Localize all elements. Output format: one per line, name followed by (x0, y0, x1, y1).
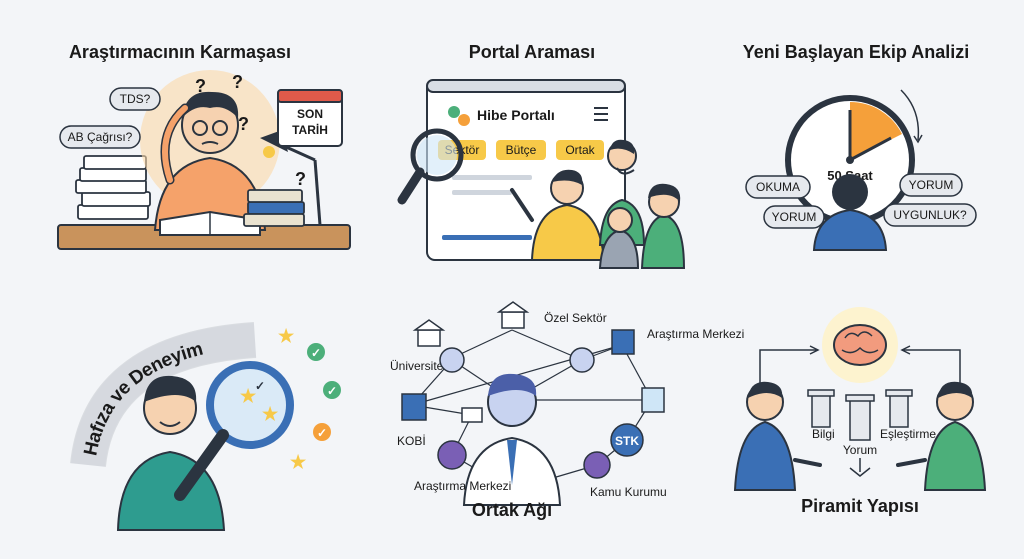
question-mark-icon: ? (295, 169, 306, 189)
svg-text:STK: STK (615, 434, 639, 448)
svg-text:Ortak: Ortak (565, 143, 595, 157)
hamburger-menu-icon (594, 107, 608, 121)
svg-text:✓: ✓ (327, 384, 337, 398)
question-mark-icon: ? (195, 76, 206, 96)
star-icon: ★ (262, 404, 279, 424)
panel-researcher-chaos: Araştırmacının Karmaşası (20, 30, 351, 290)
portal-name: Hibe Portalı (477, 107, 555, 123)
panel-title: Portal Araması (468, 42, 596, 62)
analyst-person (812, 174, 888, 251)
panel-title: Ortak Ağı (472, 500, 552, 520)
svg-text:YORUM: YORUM (772, 210, 817, 224)
pillar-label: Yorum (843, 443, 877, 457)
portal-logo-icon (448, 106, 460, 118)
researcher-chaos-illustration: SON TARİH ? ? ? ? TDS? AB Çağrısı? (57, 70, 351, 250)
pyramid-illustration: Bilgi Yorum Eşleştirme Piramit Yapısı (733, 307, 987, 516)
question-mark-icon: ? (232, 72, 243, 92)
hospital-icon (641, 387, 665, 413)
avatar-node (439, 347, 465, 373)
check-circle-icon: ✓ (307, 343, 325, 361)
magnifier-icon (397, 128, 464, 205)
svg-text:UYGUNLUK?: UYGUNLUK? (893, 208, 967, 222)
arrow (759, 349, 818, 390)
node-university: Üniversite (390, 359, 444, 373)
panel-title: Piramit Yapısı (801, 496, 919, 516)
team-group (510, 139, 686, 269)
person-left (733, 381, 822, 491)
pillar-icon (845, 394, 875, 441)
team-analysis-illustration: 50 Saat OKUMA YORUM YORUM (745, 89, 977, 251)
pillar-label: Eşleştirme (880, 427, 936, 441)
arrow (849, 458, 871, 477)
svg-text:AB Çağrısı?: AB Çağrısı? (68, 130, 133, 144)
speech-bubble: TDS? (109, 87, 161, 111)
binders-icon (243, 189, 305, 227)
magnifier-icon: ★ ★ ✓ (174, 361, 294, 501)
building-icon (611, 329, 635, 355)
avatar-node (583, 451, 611, 479)
paper-stack-icon (75, 155, 151, 220)
question-mark-icon: ? (238, 114, 249, 134)
node-research-center-bottom: Araştırma Merkezi (414, 479, 511, 493)
svg-text:Bütçe: Bütçe (506, 143, 537, 157)
avatar-node (437, 440, 467, 470)
person-right (896, 381, 987, 491)
bank-icon (461, 407, 483, 423)
star-icon: ★ (240, 386, 257, 406)
check-circle-icon: ✓ (323, 381, 341, 399)
pillar-icon (885, 389, 913, 428)
node-private-sector: Özel Sektör (544, 311, 607, 325)
panel-new-team-analysis: Yeni Başlayan Ekip Analizi 50 Saat OKUMA (696, 30, 1016, 290)
panel-memory-experience: Hafıza ve Deneyim ★ ★ ✓ ★ ★ ✓ (40, 290, 360, 550)
deadline-calendar-icon: SON TARİH (277, 89, 343, 147)
svg-text:TDS?: TDS? (120, 92, 151, 106)
pillar-icon (807, 389, 835, 428)
arrow (902, 349, 961, 390)
panel-portal-search: Portal Araması Hibe Portalı Sektör Bütçe (372, 30, 692, 290)
star-icon: ★ (278, 326, 295, 346)
panel-title: Yeni Başlayan Ekip Analizi (742, 42, 970, 62)
speech-bubble: YORUM (763, 205, 825, 229)
panel-pyramid-structure: Bilgi Yorum Eşleştirme Piramit Yapısı (700, 290, 1020, 550)
brain-icon (833, 324, 887, 366)
central-person (462, 373, 562, 506)
speech-bubble: AB Çağrısı? (59, 125, 141, 149)
ngo-badge: STK (610, 423, 644, 457)
node-sme: KOBİ (397, 434, 426, 448)
panel-partner-network: Özel Sektör Araştırma Merkezi Üniversite (372, 290, 744, 550)
building-icon (401, 393, 427, 421)
speech-bubble: UYGUNLUK? (883, 203, 977, 227)
svg-text:YORUM: YORUM (909, 178, 954, 192)
node-public-institution: Kamu Kurumu (590, 485, 667, 499)
speech-bubble: OKUMA (745, 175, 811, 199)
panel-title: Araştırmacının Karmaşası (68, 42, 292, 62)
pillar-label: Bilgi (812, 427, 835, 441)
node-research-center-top: Araştırma Merkezi (647, 327, 744, 341)
tab-partner: Ortak (556, 140, 604, 160)
svg-text:OKUMA: OKUMA (756, 180, 800, 194)
university-icon (412, 319, 446, 347)
speech-bubble: YORUM (899, 173, 963, 197)
deadline-line2: TARİH (292, 122, 328, 137)
deadline-line1: SON (297, 107, 323, 121)
svg-text:✓: ✓ (311, 346, 321, 360)
star-icon: ★ (290, 452, 307, 472)
stressed-researcher (153, 91, 267, 231)
check-circle-icon: ✓ (313, 423, 331, 441)
svg-text:✓: ✓ (317, 426, 327, 440)
tab-budget: Bütçe (496, 140, 546, 160)
partner-network-illustration: Özel Sektör Araştırma Merkezi Üniversite (390, 301, 744, 520)
avatar-node (569, 347, 595, 373)
check-icon: ✓ (255, 379, 265, 393)
portal-search-illustration: Hibe Portalı Sektör Bütçe Ortak (397, 79, 686, 269)
memory-illustration: Hafıza ve Deneyim ★ ★ ✓ ★ ★ ✓ (70, 322, 341, 531)
bank-icon (496, 301, 530, 329)
